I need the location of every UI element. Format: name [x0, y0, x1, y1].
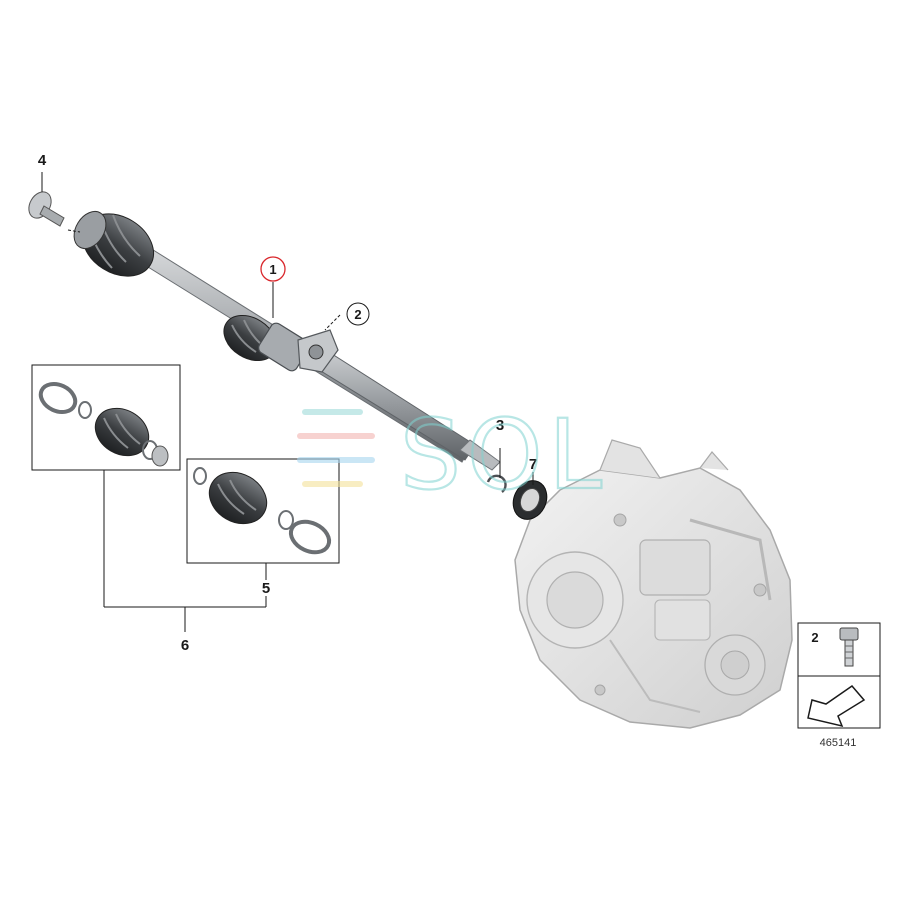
inner-cv-joint	[223, 314, 339, 373]
sol-watermark: SOL	[297, 398, 608, 512]
shaft-seal	[512, 480, 548, 520]
legend-panel: 2	[797, 622, 881, 729]
callout-label-2: 2	[354, 307, 361, 322]
circlip	[486, 474, 507, 493]
callout-label-6[interactable]: 6	[181, 637, 189, 654]
leader-lines	[41, 172, 534, 632]
legend-bolt-label: 2	[811, 630, 818, 645]
outer-cv-boot	[73, 210, 154, 277]
callout-label-1: 1	[269, 262, 276, 277]
callout-item-2[interactable]: 2	[346, 302, 370, 326]
wheel-bolt	[28, 191, 65, 227]
callout-label-3[interactable]: 3	[496, 417, 504, 434]
direction-arrow-icon	[807, 684, 866, 728]
callout-label-4[interactable]: 4	[38, 152, 47, 169]
callout-item-1[interactable]: 1	[260, 256, 286, 282]
inner-boot-kit-box	[186, 458, 340, 564]
watermark-text: SOL	[400, 399, 608, 511]
watermark-logo-icon	[297, 409, 375, 487]
bolt-icon	[839, 627, 859, 667]
transmission-housing	[514, 439, 793, 729]
outer-boot-kit-box	[31, 364, 181, 471]
callout-label-7[interactable]: 7	[529, 456, 537, 473]
diagram-reference-number: 465141	[820, 737, 857, 749]
callout-label-5[interactable]: 5	[262, 580, 270, 597]
